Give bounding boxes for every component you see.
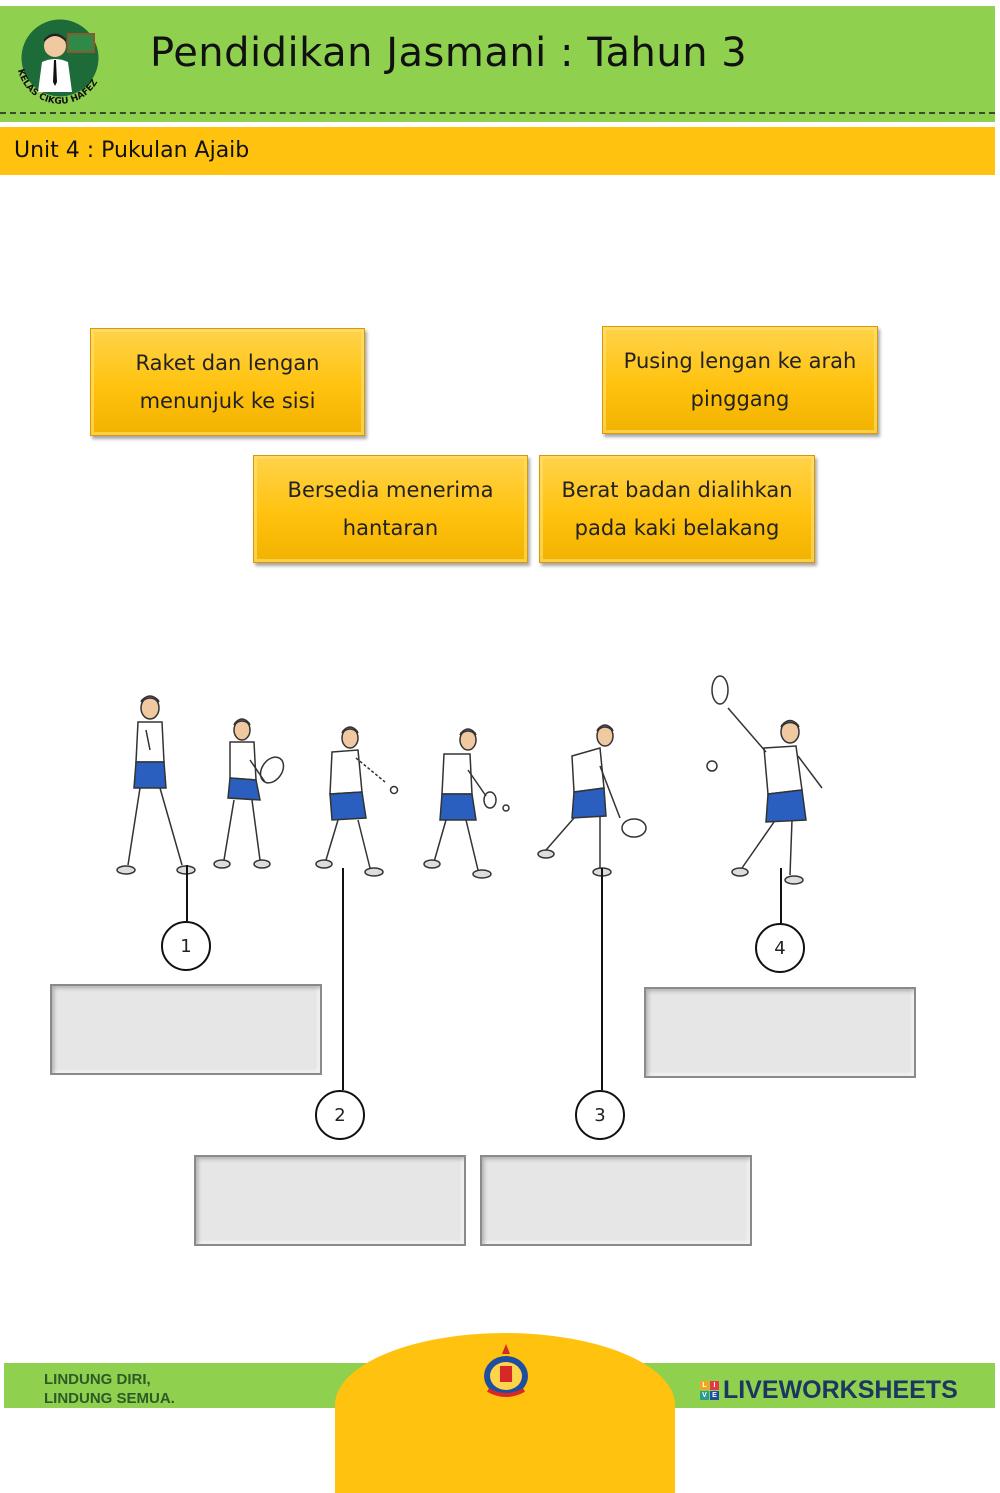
page-title: Pendidikan Jasmani : Tahun 3 (150, 30, 748, 76)
player-figure-1 (116, 695, 196, 875)
teacher-logo: KELAS CIKGU HAFEZ (15, 16, 102, 107)
drag-card-raket[interactable]: Raket dan lengan menunjuk ke sisi (90, 328, 365, 436)
header-banner (0, 6, 995, 122)
drag-card-label: Bersedia menerima hantaran (287, 478, 494, 540)
player-figure-5 (537, 724, 647, 877)
player-figure-6 (706, 675, 823, 885)
leader-line-4 (780, 868, 782, 924)
unit-title: Unit 4 : Pukulan Ajaib (14, 138, 250, 163)
header-divider (0, 112, 995, 114)
step-number-2: 2 (315, 1090, 365, 1140)
brand-logo-letter: I (710, 1381, 719, 1390)
unit-band (0, 127, 995, 175)
liveworksheets-brand: L I V E LIVEWORKSHEETS (700, 1376, 958, 1405)
drag-card-label: Pusing lengan ke arah pinggang (623, 349, 857, 411)
brand-logo-letter: V (700, 1391, 709, 1400)
player-figure-4 (423, 728, 510, 879)
drag-card-label: Raket dan lengan menunjuk ke sisi (135, 351, 320, 413)
player-figure-3 (315, 726, 399, 877)
drag-card-pusing[interactable]: Pusing lengan ke arah pinggang (602, 326, 878, 434)
step-number-4: 4 (755, 923, 805, 973)
leader-line-2 (342, 868, 344, 1090)
slogan-line-1: LINDUNG DIRI, (44, 1371, 151, 1388)
step-number-3: 3 (575, 1090, 625, 1140)
school-emblem-icon (484, 1344, 528, 1397)
answer-box-1[interactable] (50, 984, 322, 1075)
brand-logo-letter: E (710, 1391, 719, 1400)
leader-line-1 (186, 865, 188, 921)
drag-card-bersedia[interactable]: Bersedia menerima hantaran (253, 455, 528, 563)
brand-logo-letter: L (700, 1381, 709, 1390)
drag-card-berat[interactable]: Berat badan dialihkan pada kaki belakang (539, 455, 815, 563)
answer-box-3[interactable] (480, 1155, 752, 1246)
answer-box-2[interactable] (194, 1155, 466, 1246)
footer-slogan: LINDUNG DIRI, LINDUNG SEMUA. (44, 1370, 175, 1408)
brand-name: LIVEWORKSHEETS (723, 1376, 958, 1404)
slogan-line-2: LINDUNG SEMUA. (44, 1390, 175, 1407)
badminton-stroke-sequence (116, 675, 823, 885)
drag-card-label: Berat badan dialihkan pada kaki belakang (561, 478, 793, 540)
liveworksheets-logo-icon: L I V E (700, 1381, 719, 1400)
player-figure-2 (213, 718, 285, 869)
step-number-1: 1 (161, 921, 211, 971)
leader-line-3 (601, 868, 603, 1090)
answer-box-4[interactable] (644, 987, 916, 1078)
